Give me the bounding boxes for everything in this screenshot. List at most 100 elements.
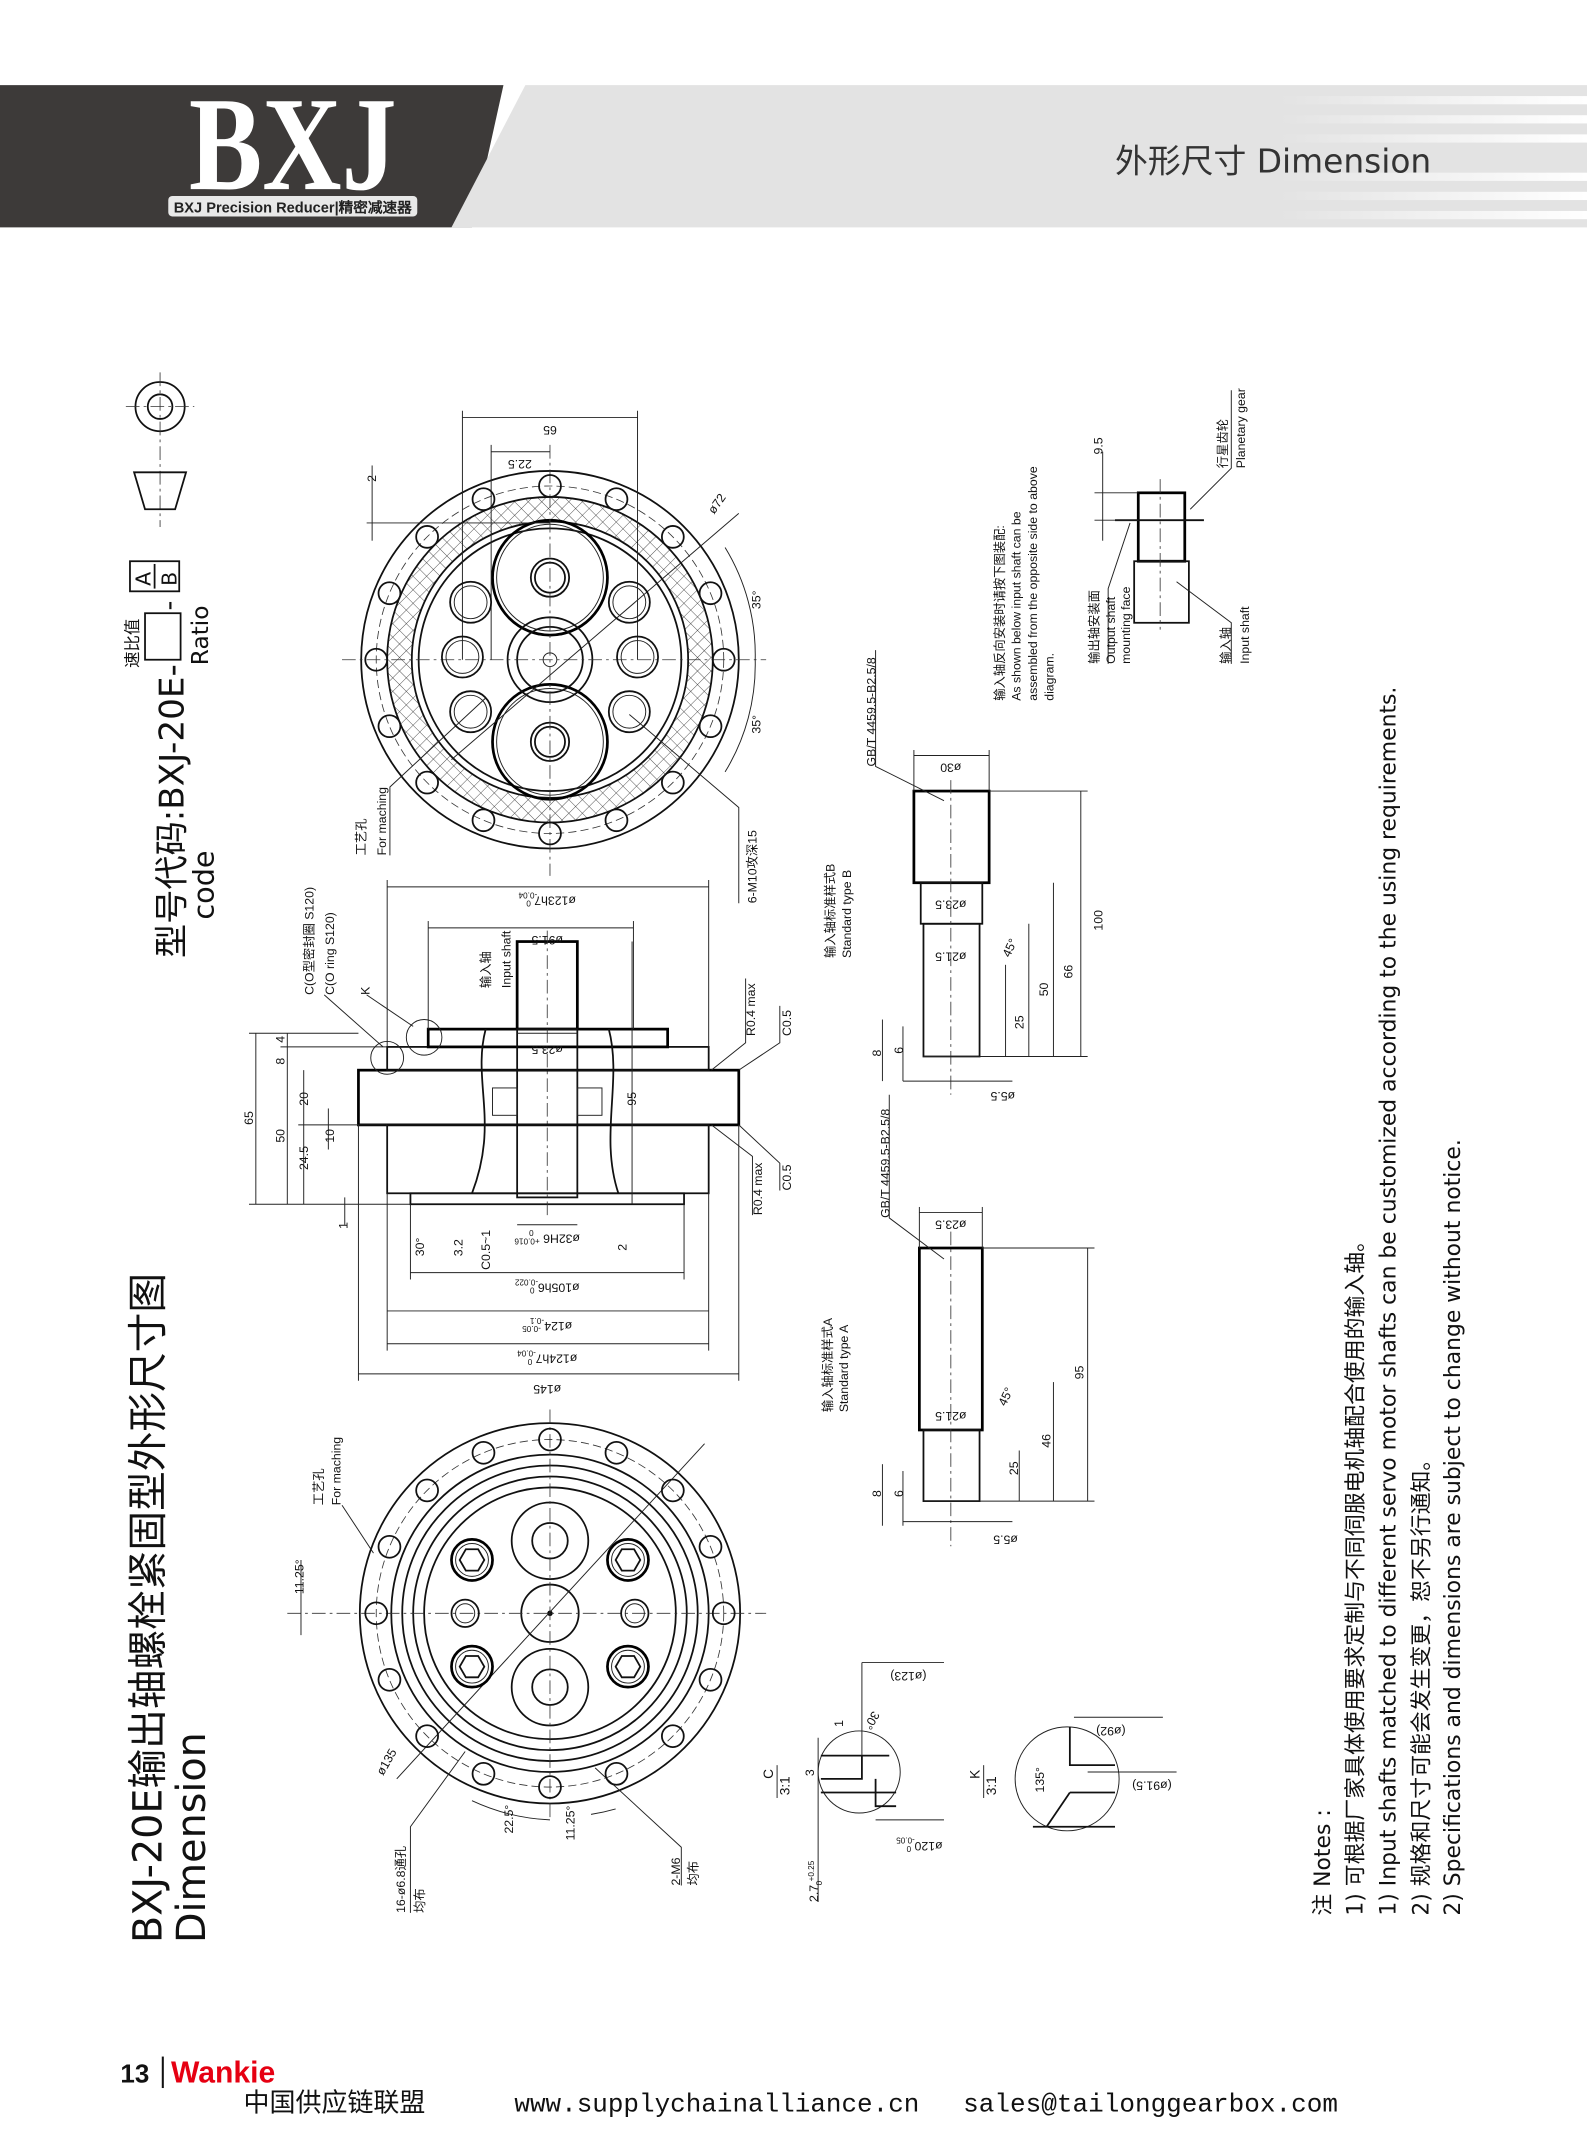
page-header: BXJ BXJ Precision Reducer|精密减速器 外形尺寸 Dim…	[0, 70, 1587, 228]
detail-k-drawing: K 3:1 (ø92) 135° (ø91.5)	[968, 1716, 1177, 1832]
dimension-label: 2-M6	[669, 1857, 683, 1885]
drawing-line	[405, 1019, 443, 1056]
brand-logo: BXJ	[189, 70, 397, 219]
cap-screw	[611, 1543, 645, 1577]
flange-bolt-hole	[711, 647, 736, 672]
dimension-label: ø5.5	[993, 1532, 1018, 1546]
input-shaft-en: Input shaft	[499, 930, 513, 988]
drawing-line	[922, 1429, 981, 1503]
left-dims: 65 50 4 8 20 24.5 10 1	[242, 1032, 411, 1229]
flange-through-hole	[661, 1478, 685, 1503]
drawing-line	[366, 994, 414, 1027]
r04-top: R0.4 max	[744, 982, 758, 1035]
dimension-label: 20	[297, 1092, 311, 1106]
dim-95: 95	[625, 1092, 639, 1106]
dimension-label: C	[761, 1769, 776, 1779]
dimension-label: ø124h7 0-0.04	[517, 1349, 578, 1366]
page-footer: 13 Wankie 中国供应链联盟 www.supplychainallianc…	[120, 2057, 1338, 2120]
section-view-drawing: C(O型密封圈 S120) C(O ring S120) K 输入轴 Input…	[242, 879, 794, 1396]
flange-through-hole	[377, 1667, 402, 1692]
drawing-line	[451, 512, 740, 760]
drawing-line	[492, 1087, 518, 1116]
dimension-label: ø135	[374, 1746, 400, 1777]
drawing-line	[1279, 134, 1587, 143]
title-cn: BXJ-20E输出轴螺栓紧固型外形尺寸图	[125, 1273, 171, 1943]
drawing-line	[724, 547, 756, 773]
dimension-label: 1	[336, 1222, 350, 1229]
section-title: 外形尺寸 Dimension	[1115, 143, 1431, 181]
drawing-line	[1176, 581, 1232, 664]
reverse-assembly-drawing: 输入轴反向安装时请按下图装配: As shown below input sha…	[992, 388, 1252, 701]
ratio-cn: 速比值	[123, 619, 142, 668]
dimension-label: ø23.5	[935, 1218, 967, 1232]
machining-hole-cn: 工艺孔	[354, 818, 368, 855]
page-number: 13	[120, 2059, 149, 2089]
angle-35-bottom: 35°	[750, 715, 764, 734]
tapped-hole	[441, 635, 484, 679]
note-1-en: 1) Input shafts matched to different ser…	[1376, 687, 1401, 1916]
dimension-label: For maching	[330, 1437, 344, 1506]
drawing-line	[738, 1005, 781, 1071]
email-link[interactable]: sales@tailonggearbox.com	[963, 2089, 1338, 2119]
drawing-line	[711, 1124, 753, 1216]
note-1-cn: 1) 可根据厂家具体使用要求定制与不同伺服电机轴配合使用的输入轴。	[1344, 1230, 1369, 1916]
drawing-line	[341, 1504, 374, 1554]
drawing-line	[357, 1068, 741, 1127]
cap-screw	[606, 1644, 650, 1689]
flange-bolt-hole	[471, 808, 496, 833]
dimension-label: ø123h7 0-0.04	[518, 890, 576, 907]
tapped-hole	[449, 690, 493, 734]
website-link[interactable]: www.supplychainalliance.cn	[514, 2089, 919, 2119]
flange-through-hole	[698, 1534, 723, 1559]
tapped-hole	[607, 580, 651, 624]
cap-screw	[455, 1543, 489, 1577]
drawing-line	[738, 1124, 781, 1191]
flange-through-hole	[698, 1667, 723, 1692]
center-hole-b: GB/T 4459.5-B2.5/8	[865, 657, 879, 766]
flange-through-hole	[604, 1440, 629, 1465]
dimension-label: 均布	[687, 1861, 701, 1886]
drawing-line	[922, 922, 981, 1058]
header-dark-band	[0, 85, 504, 228]
dimension-label: 输入轴	[1218, 627, 1233, 664]
dimension-label: 16-ø6.8通孔	[394, 1846, 408, 1913]
dimension-label: 9.5	[1092, 437, 1106, 454]
flange-through-hole	[415, 1478, 439, 1503]
flange-bolt-hole	[538, 474, 562, 498]
dimension-label: 135°	[1033, 1767, 1047, 1793]
dimension-label: 25	[1012, 1015, 1026, 1029]
drawing-line	[471, 1028, 487, 1194]
flange-through-hole	[538, 1775, 562, 1799]
dimension-label: 95	[1073, 1366, 1087, 1380]
dimension-label: 45°	[996, 1385, 1017, 1408]
drawing-line	[1014, 1726, 1120, 1832]
model-code-label-en: code	[186, 850, 220, 919]
rear-view-drawing: 工艺孔 For maching 11.25° ø135 16-ø6.8通孔 均布…	[287, 1409, 767, 1913]
dimension-label: ø30	[940, 761, 961, 775]
dimension-label: ø105h6 0-0.022	[514, 1277, 579, 1294]
flange-bolt-hole	[415, 770, 439, 795]
flange-bolt-hole	[377, 714, 402, 739]
drawing-line	[323, 994, 384, 1048]
pin-hole	[455, 1603, 476, 1624]
dimension-label: mounting face	[1119, 586, 1133, 663]
drawing-line	[1279, 96, 1587, 105]
flange-bolt-hole	[604, 487, 629, 512]
tapped-hole	[620, 640, 655, 674]
machining-hole-en: For maching	[375, 787, 389, 856]
detail-c-drawing: C 3:1 (ø123) 30° 1 3 ø120 0-0.05 2.7 +0.…	[761, 1662, 944, 1902]
drawing-line	[389, 697, 487, 856]
bottom-dims: ø105h6 0-0.022 ø124 -0.05-0.1 ø124h7 0-0…	[357, 1124, 740, 1396]
cap-screw	[455, 1649, 489, 1684]
flange-through-hole	[415, 1724, 439, 1748]
option-b: B	[157, 572, 181, 586]
dimension-label: 30°	[861, 1709, 882, 1732]
ratio-en: Ratio	[187, 605, 214, 665]
dimension-label: 1	[832, 1720, 846, 1727]
drawing-line	[576, 1087, 603, 1116]
dimension-label: 输入轴反向安装时请按下图装配:	[992, 525, 1007, 701]
tapped-hole	[616, 635, 659, 679]
drawing-line	[409, 1751, 466, 1913]
flange-through-hole	[364, 1601, 389, 1626]
flange-through-hole	[711, 1601, 736, 1626]
